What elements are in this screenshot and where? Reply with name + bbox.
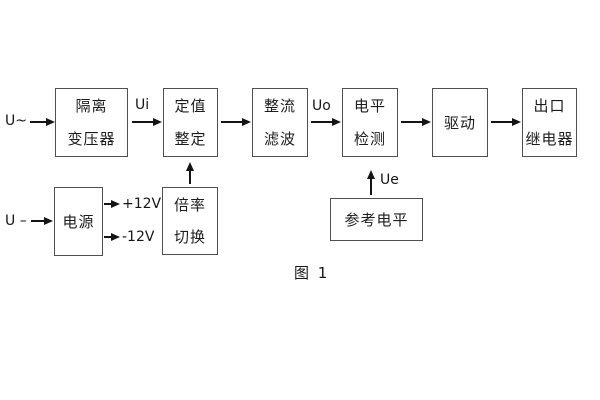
- input-label-ac: U~: [5, 113, 27, 129]
- arrow-ue: [367, 170, 375, 195]
- signal-label-ue: Ue: [380, 172, 399, 188]
- signal-label-uo: Uo: [312, 98, 331, 114]
- block-label: 电源: [62, 212, 95, 231]
- block-label: 出口: [533, 97, 566, 115]
- block-label: 电平: [353, 97, 386, 115]
- signal-label-ui: Ui: [135, 97, 150, 113]
- block-setpoint-adjust: 定值 整定: [163, 88, 218, 157]
- block-rectify-filter: 整流 滤波: [252, 88, 308, 157]
- arrow-setpoint-to-rectify: [221, 118, 251, 126]
- block-isolation-transformer: 隔离 变压器: [55, 88, 128, 157]
- signal-label-plus-12v: +12V: [122, 196, 162, 212]
- arrow-ac-input: [30, 118, 55, 126]
- block-label: 整定: [174, 130, 207, 148]
- block-label: 继电器: [525, 130, 574, 148]
- block-label: 整流: [263, 97, 296, 115]
- block-reference-level: 参考电平: [330, 198, 423, 241]
- arrow-minus-12v: [104, 233, 120, 241]
- block-power-supply: 电源: [54, 187, 103, 256]
- block-label: 变压器: [67, 130, 116, 148]
- block-level-detect: 电平 检测: [342, 88, 398, 157]
- block-label: 隔离: [75, 97, 108, 115]
- block-label: 切换: [173, 228, 206, 246]
- figure-caption: 图 1: [294, 264, 330, 282]
- block-label: 定值: [174, 97, 207, 115]
- block-ratio-switch: 倍率 切换: [162, 187, 218, 255]
- block-drive: 驱动: [432, 88, 488, 157]
- arrow-ui: [132, 118, 162, 126]
- block-label: 驱动: [443, 113, 476, 132]
- arrow-detect-to-drive: [401, 118, 431, 126]
- block-output-relay: 出口 继电器: [522, 88, 577, 157]
- arrow-dc-input: [31, 217, 53, 225]
- arrow-plus-12v: [104, 200, 120, 208]
- arrow-drive-to-relay: [491, 118, 521, 126]
- block-label: 倍率: [173, 196, 206, 214]
- arrow-uo: [311, 118, 341, 126]
- block-label: 滤波: [263, 130, 296, 148]
- block-label: 检测: [353, 130, 386, 148]
- arrow-ratio-to-setpoint: [186, 162, 194, 184]
- block-label: 参考电平: [344, 210, 409, 229]
- signal-label-minus-12v: -12V: [122, 229, 155, 245]
- input-label-dc: U –: [5, 213, 27, 229]
